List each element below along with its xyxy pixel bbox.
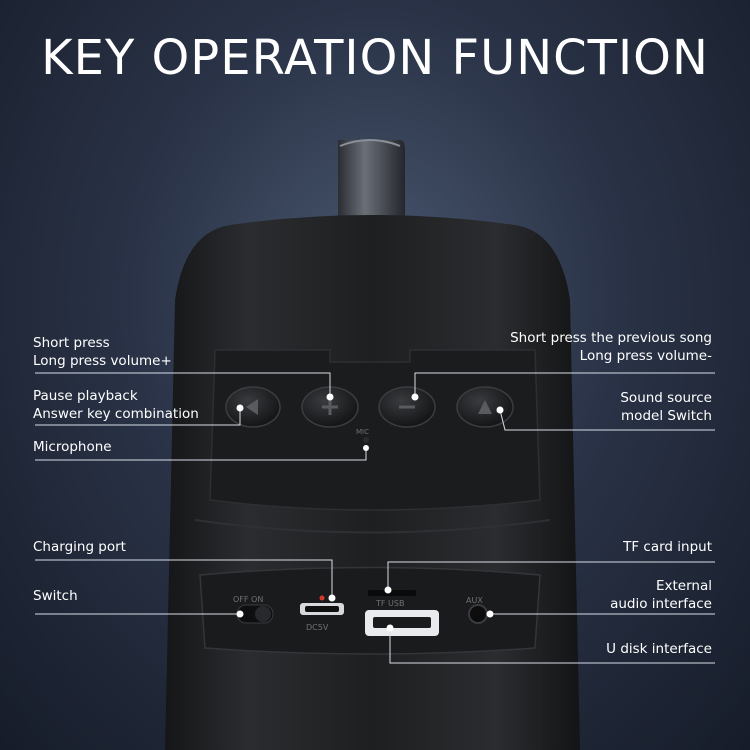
label-external-line2: audio interface (610, 596, 712, 612)
label-prev-line1: Short press the previous song (510, 330, 712, 346)
control-panel (209, 349, 541, 511)
button-prev-play[interactable] (225, 386, 281, 428)
label-microphone: Microphone (33, 439, 112, 455)
label-u-disk: U disk interface (606, 641, 712, 657)
leader-lines (35, 372, 715, 664)
marking-off-on: OFF ON (233, 595, 263, 604)
label-pause-line2: Answer key combination (33, 406, 199, 422)
label-source-line1: Sound source (620, 390, 712, 406)
marking-aux: AUX (466, 596, 483, 605)
button-volume-minus[interactable] (378, 386, 436, 428)
marking-mic: MIC (356, 428, 369, 436)
label-source-line2: model Switch (621, 408, 712, 424)
label-sound-source: Sound source model Switch (620, 389, 712, 425)
label-external-line1: External (655, 578, 712, 594)
marking-tf-usb: TF USB (375, 599, 404, 608)
switch-knob (255, 606, 271, 622)
label-external-audio: External audio interface (610, 577, 712, 613)
label-pause-line1: Pause playback (33, 388, 138, 404)
page-title: KEY OPERATION FUNCTION (41, 30, 709, 86)
label-tf-card: TF card input (623, 539, 712, 555)
label-previous-song: Short press the previous song Long press… (510, 329, 712, 365)
tf-slot (368, 590, 416, 596)
charge-led (319, 595, 325, 601)
label-pause: Pause playback Answer key combination (33, 387, 199, 423)
button-mode[interactable] (456, 386, 514, 428)
label-short-press: Short press Long press volume+ (33, 334, 172, 370)
label-short-press-line2: Long press volume+ (33, 353, 172, 369)
aux-port (468, 604, 488, 624)
label-short-press-line1: Short press (33, 335, 110, 351)
label-charging-port: Charging port (33, 539, 126, 555)
mic-hole (363, 437, 369, 443)
label-switch: Switch (33, 588, 78, 604)
marking-dc5v: DC5V (306, 623, 329, 632)
label-prev-line2: Long press volume- (579, 348, 712, 364)
leader-dots (236, 393, 504, 632)
